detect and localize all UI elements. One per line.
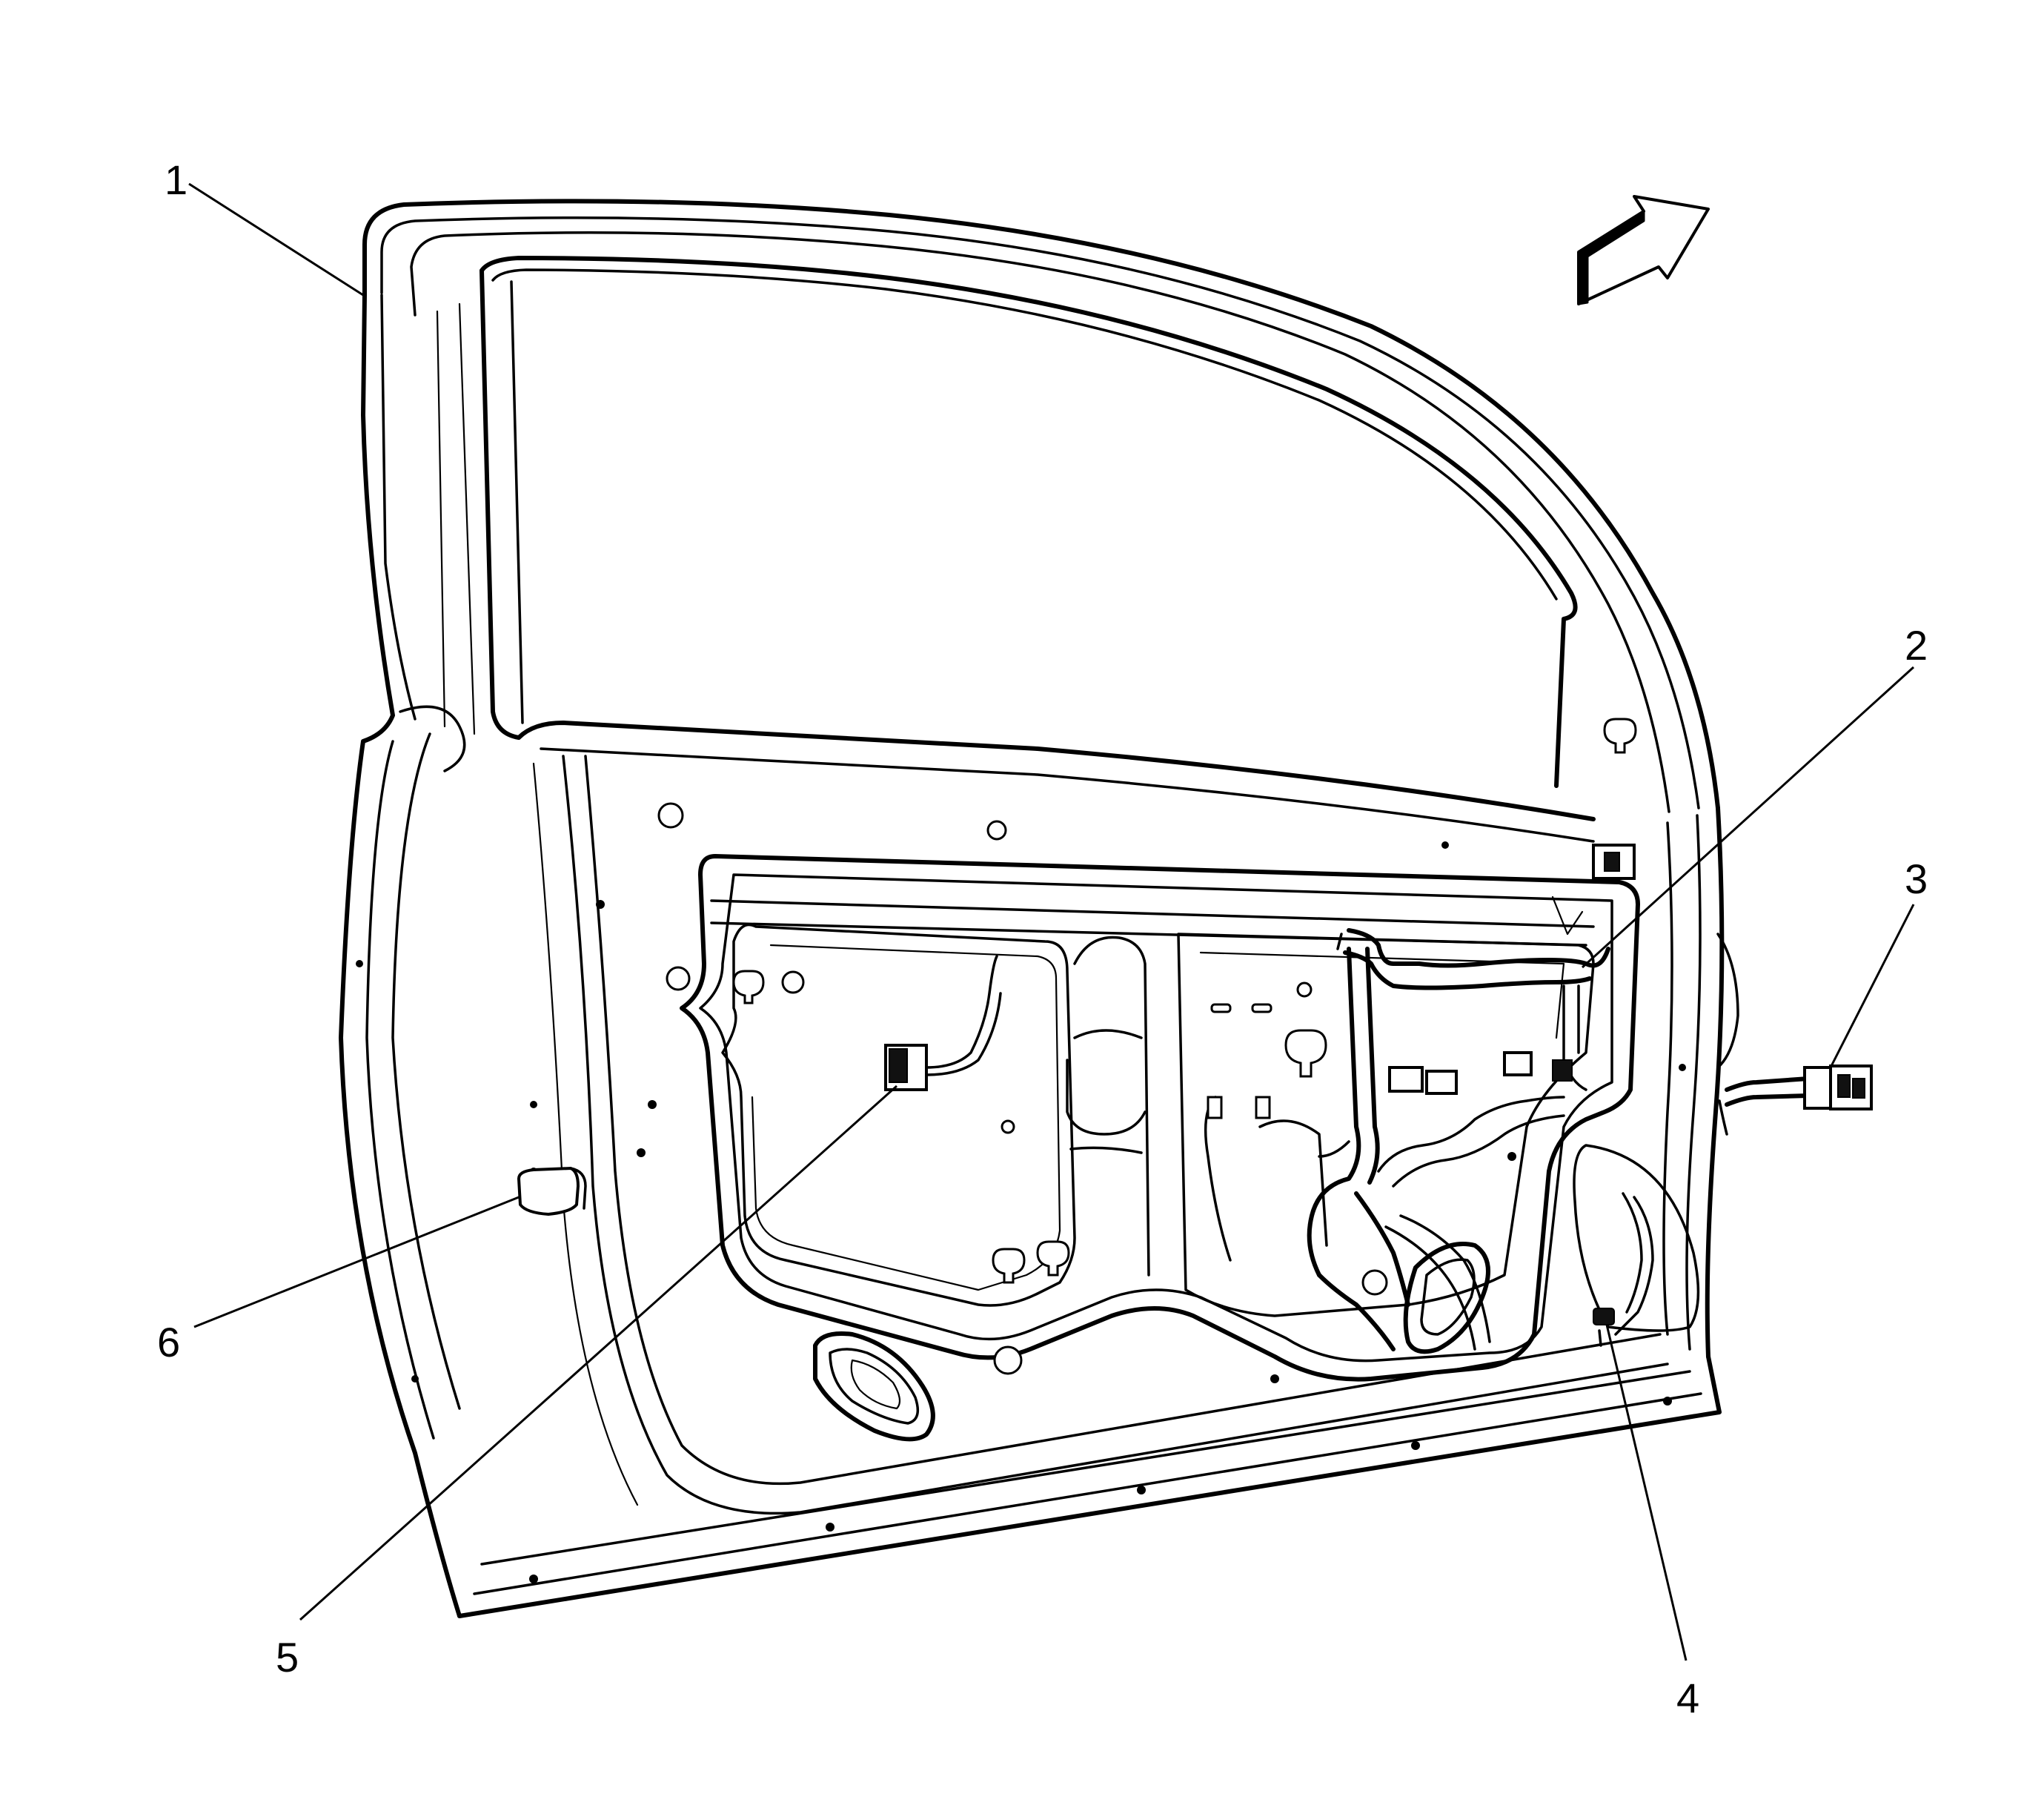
- drain-pockets: [813, 1144, 1700, 1442]
- callout-1: 1: [165, 156, 188, 203]
- door-panel: [339, 199, 1739, 1618]
- callout-labels: 1 2 3 4 5 6: [157, 156, 1928, 1721]
- callout-4: 4: [1676, 1675, 1699, 1721]
- callout-5: 5: [276, 1634, 299, 1681]
- callout-2: 2: [1905, 622, 1928, 669]
- harness-connectors: [1388, 844, 1636, 1095]
- hinge-plug: [517, 1166, 587, 1216]
- callout-3: 3: [1905, 855, 1928, 902]
- switch-connector: [884, 955, 1002, 1091]
- callout-6: 6: [157, 1319, 180, 1365]
- forward-direction-arrow-icon: [1577, 195, 1710, 305]
- leader-lines: [188, 182, 1915, 1661]
- mounting-holes: [356, 718, 1686, 1583]
- inner-module: [680, 854, 1640, 1382]
- clip-component: [1593, 1308, 1615, 1347]
- external-connector: [1718, 1065, 1873, 1136]
